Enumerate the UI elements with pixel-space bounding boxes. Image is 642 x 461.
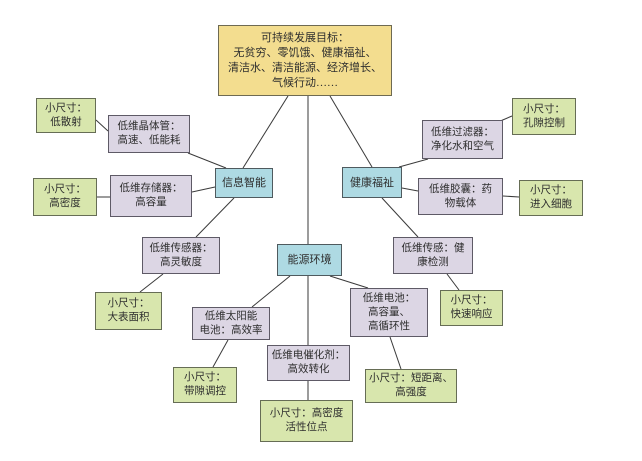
node-branch-battery: 低维电池： 高容量、 高循环性 bbox=[350, 288, 428, 337]
node-leaf-large-surface-area: 小尺寸： 大表面积 bbox=[95, 292, 162, 330]
node-hub-health-wellbeing: 健康福祉 bbox=[342, 167, 402, 198]
node-branch-solar-cell: 低维太阳能 电池：高效率 bbox=[192, 307, 270, 340]
node-leaf-pore-control: 小尺寸： 孔隙控制 bbox=[512, 98, 576, 135]
node-leaf-enter-cells: 小尺寸： 进入细胞 bbox=[519, 180, 583, 216]
node-branch-health-sensing: 低维传感：健 康检测 bbox=[393, 237, 473, 274]
node-branch-filter: 低维过滤器： 净化水和空气 bbox=[422, 120, 503, 159]
node-leaf-high-density: 小尺寸： 高密度 bbox=[33, 178, 97, 216]
node-leaf-active-sites: 小尺寸：高密度 活性位点 bbox=[260, 400, 353, 442]
node-branch-electrocatalyst: 低维电催化剂： 高效转化 bbox=[267, 345, 350, 381]
node-hub-energy-environment: 能源环境 bbox=[277, 244, 342, 276]
node-leaf-fast-response: 小尺寸： 快速响应 bbox=[440, 290, 503, 326]
node-leaf-short-distance-strength: 小尺寸：短距离、 高强度 bbox=[365, 369, 457, 403]
node-branch-memory: 低维存储器： 高容量 bbox=[110, 175, 192, 217]
node-branch-transistor: 低维晶体管： 高速、低能耗 bbox=[108, 115, 190, 153]
node-leaf-low-scattering: 小尺寸： 低散射 bbox=[36, 98, 96, 133]
node-leaf-bandgap-tuning: 小尺寸： 带隙调控 bbox=[173, 367, 237, 403]
node-root-sdg-goals: 可持续发展目标： 无贫穷、零饥饿、健康福祉、 清洁水、清洁能源、经济增长、 气候… bbox=[218, 25, 392, 96]
node-branch-sensor-sensitivity: 低维传感器： 高灵敏度 bbox=[142, 237, 220, 274]
node-hub-information-intelligence: 信息智能 bbox=[215, 168, 273, 198]
node-branch-capsule: 低维胶囊：药 物载体 bbox=[418, 178, 503, 215]
